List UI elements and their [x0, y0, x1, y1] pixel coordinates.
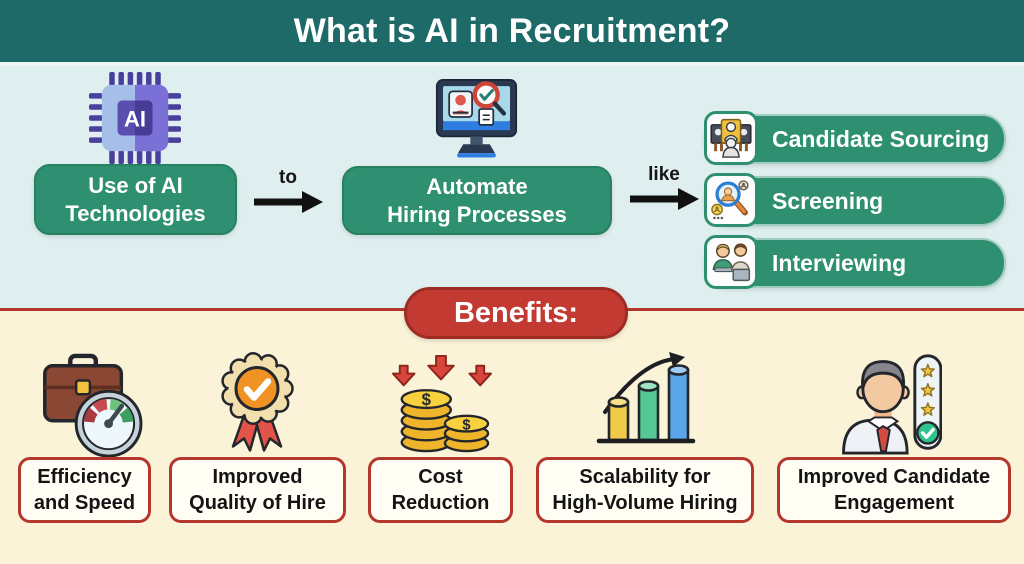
svg-text:$: $ — [422, 390, 432, 409]
example-interviewing: Interviewing — [704, 235, 1006, 289]
growth-bar-chart-icon — [590, 350, 702, 450]
coin-stack-decrease-icon: $ $ — [380, 352, 502, 455]
award-medal-icon — [212, 350, 302, 456]
connector-label: like — [648, 164, 680, 185]
benefits-banner: Benefits: — [404, 287, 628, 339]
benefit-label-text: Efficiency and Speed — [33, 466, 136, 514]
ai-chip-icon: AI — [89, 72, 181, 164]
interviewing-icon — [704, 235, 758, 289]
flow-step-label: Automate Hiring Processes — [387, 174, 567, 227]
benefit-label-scalability: Scalability for High-Volume Hiring — [536, 457, 754, 523]
header-bar: What is AI in Recruitment? — [0, 0, 1024, 66]
benefit-label-quality-of-hire: Improved Quality of Hire — [169, 457, 346, 523]
candidate-rating-icon — [826, 350, 942, 456]
benefits-heading: Benefits: — [453, 296, 579, 329]
flow-step-label: Use of AI Technologies — [65, 173, 206, 226]
page-title: What is AI in Recruitment? — [293, 11, 731, 50]
arrow-right-icon — [630, 188, 699, 210]
briefcase-speedometer-icon — [28, 352, 143, 460]
example-label: Screening — [772, 187, 884, 214]
example-label: Candidate Sourcing — [772, 125, 990, 152]
benefit-label-efficiency: Efficiency and Speed — [18, 457, 151, 523]
arrow-right-icon — [254, 191, 323, 213]
benefit-label-engagement: Improved Candidate Engagement — [777, 457, 1011, 523]
example-candidate-sourcing: Candidate Sourcing — [704, 111, 1006, 165]
connector-to: to — [252, 168, 324, 215]
example-label: Interviewing — [772, 249, 907, 276]
connector-label: to — [279, 167, 297, 188]
benefit-label-text: Improved Candidate Engagement — [797, 466, 991, 514]
benefit-label-cost-reduction: Cost Reduction — [368, 457, 513, 523]
screening-icon — [704, 173, 758, 227]
benefit-label-text: Cost Reduction — [391, 466, 490, 514]
monitor-screening-icon — [428, 76, 525, 165]
flow-step-use-of-ai: Use of AI Technologies — [34, 164, 237, 235]
example-screening: Screening — [704, 173, 1006, 227]
flow-step-automate-hiring: Automate Hiring Processes — [342, 166, 612, 235]
svg-text:AI: AI — [124, 106, 146, 131]
svg-text:$: $ — [462, 417, 470, 433]
benefit-label-text: Scalability for High-Volume Hiring — [552, 466, 738, 514]
connector-like: like — [628, 165, 700, 212]
candidate-sourcing-icon — [704, 111, 758, 165]
benefit-label-text: Improved Quality of Hire — [189, 466, 326, 514]
